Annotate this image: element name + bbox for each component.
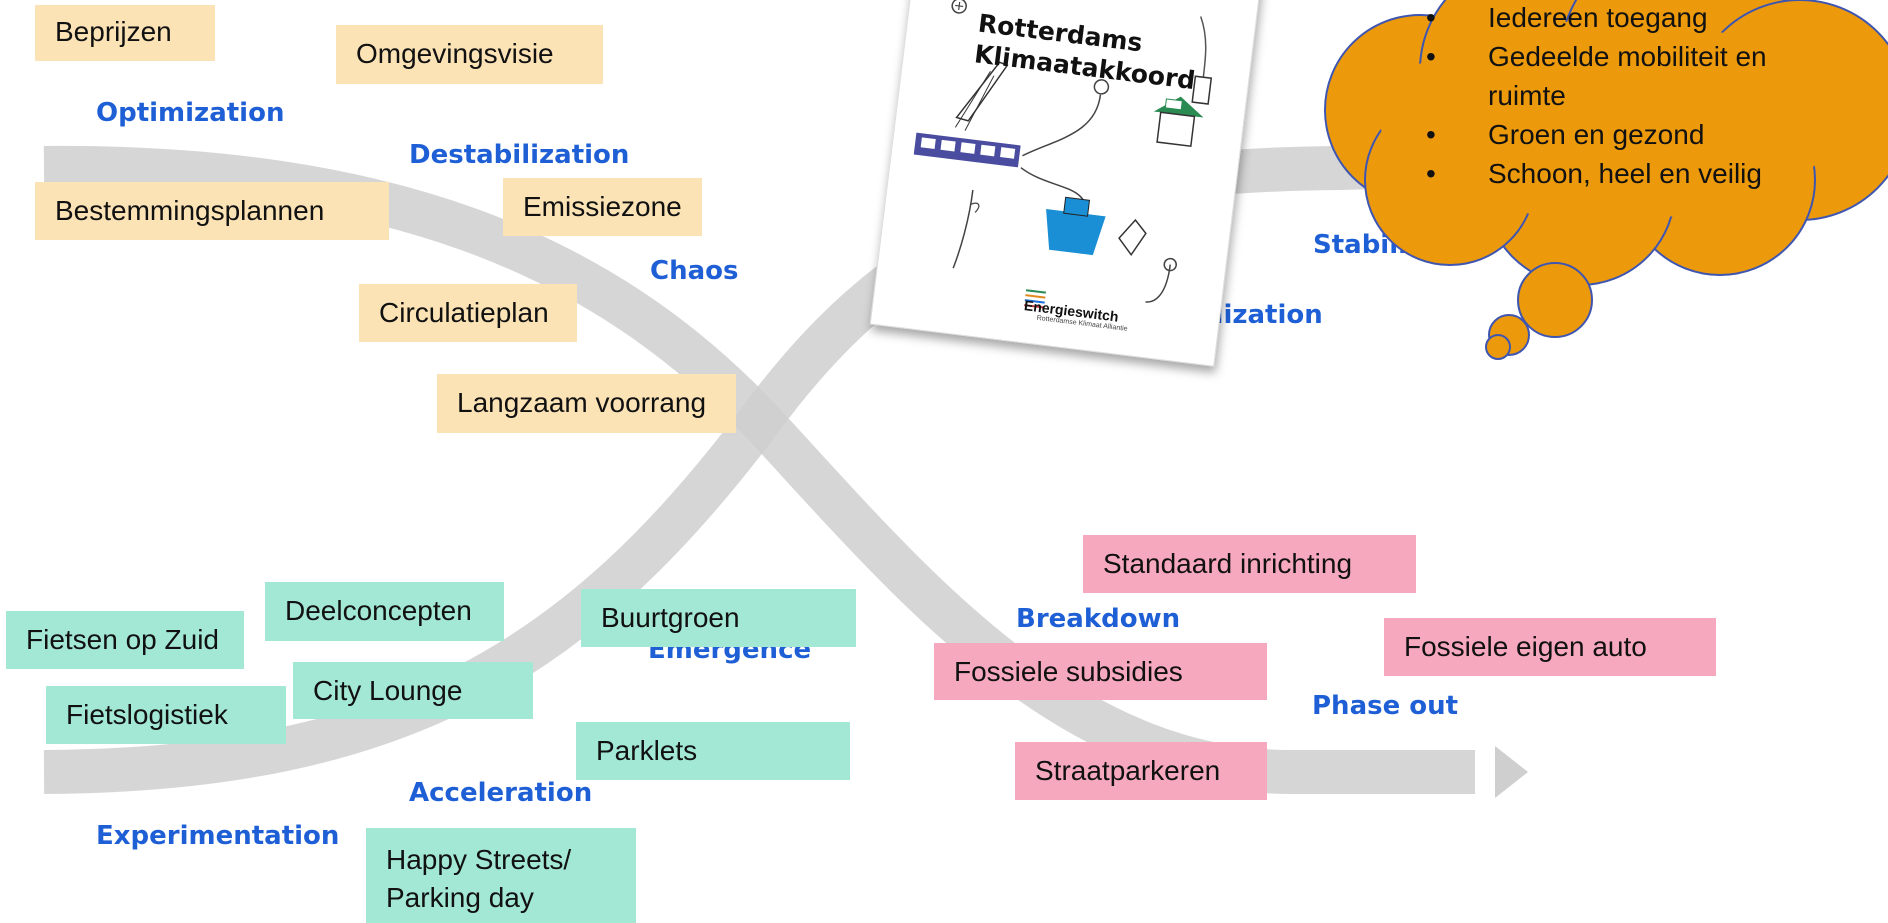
phase-label-acceleration: Acceleration xyxy=(409,778,593,808)
note-city-lounge: City Lounge xyxy=(293,662,533,719)
thought-bubble-large xyxy=(1517,262,1593,338)
note-fossiele-subsidies: Fossiele subsidies xyxy=(934,643,1267,700)
cloud-bullet-list: Iedereen toegang Gedeelde mobiliteit en … xyxy=(1418,0,1848,193)
cloud-item-iedereen-toegang: Iedereen toegang xyxy=(1418,0,1848,37)
cloud-item-gedeelde-mobiliteit: Gedeelde mobiliteit en ruimte xyxy=(1418,37,1848,115)
note-fietsen-op-zuid: Fietsen op Zuid xyxy=(6,611,244,669)
note-happy-streets-line-1: Happy Streets/ xyxy=(386,844,572,875)
note-standaard-inrichting: Standaard inrichting xyxy=(1083,535,1416,593)
phase-label-optimization: Optimization xyxy=(96,98,285,128)
thought-bubble-small xyxy=(1485,334,1511,360)
note-emissiezone: Emissiezone xyxy=(503,178,702,236)
note-buurtgroen: Buurtgroen xyxy=(581,589,856,647)
phase-label-destabilization: Destabilization xyxy=(409,140,630,170)
note-langzaam-voorrang: Langzaam voorrang xyxy=(437,374,736,433)
note-happy-streets: Happy Streets/ Parking day xyxy=(366,828,636,923)
note-omgevingsvisie: Omgevingsvisie xyxy=(336,25,603,84)
booklet-illustration xyxy=(913,0,1213,309)
cloud-item-schoon-heel-veilig: Schoon, heel en veilig xyxy=(1418,154,1848,193)
phase-label-breakdown: Breakdown xyxy=(1016,604,1181,634)
phase-label-chaos: Chaos xyxy=(650,256,739,286)
note-deelconcepten: Deelconcepten xyxy=(265,582,504,641)
note-fietslogistiek: Fietslogistiek xyxy=(46,686,286,744)
note-straatparkeren: Straatparkeren xyxy=(1015,742,1267,800)
phase-label-experimentation: Experimentation xyxy=(96,821,340,851)
klimaatakkoord-booklet: Rotterdams Klimaatakkoord Energieswitch … xyxy=(869,0,1262,367)
note-parklets: Parklets xyxy=(576,722,850,780)
note-bestemmingsplannen: Bestemmingsplannen xyxy=(35,182,389,240)
note-beprijzen: Beprijzen xyxy=(35,5,215,61)
note-happy-streets-line-2: Parking day xyxy=(386,882,534,913)
cloud-item-groen-en-gezond: Groen en gezond xyxy=(1418,115,1848,154)
breakdown-arrow-head xyxy=(1495,746,1528,798)
note-circulatieplan: Circulatieplan xyxy=(359,284,577,342)
note-fossiele-eigen-auto: Fossiele eigen auto xyxy=(1384,618,1716,676)
phase-label-phase-out: Phase out xyxy=(1312,691,1459,721)
